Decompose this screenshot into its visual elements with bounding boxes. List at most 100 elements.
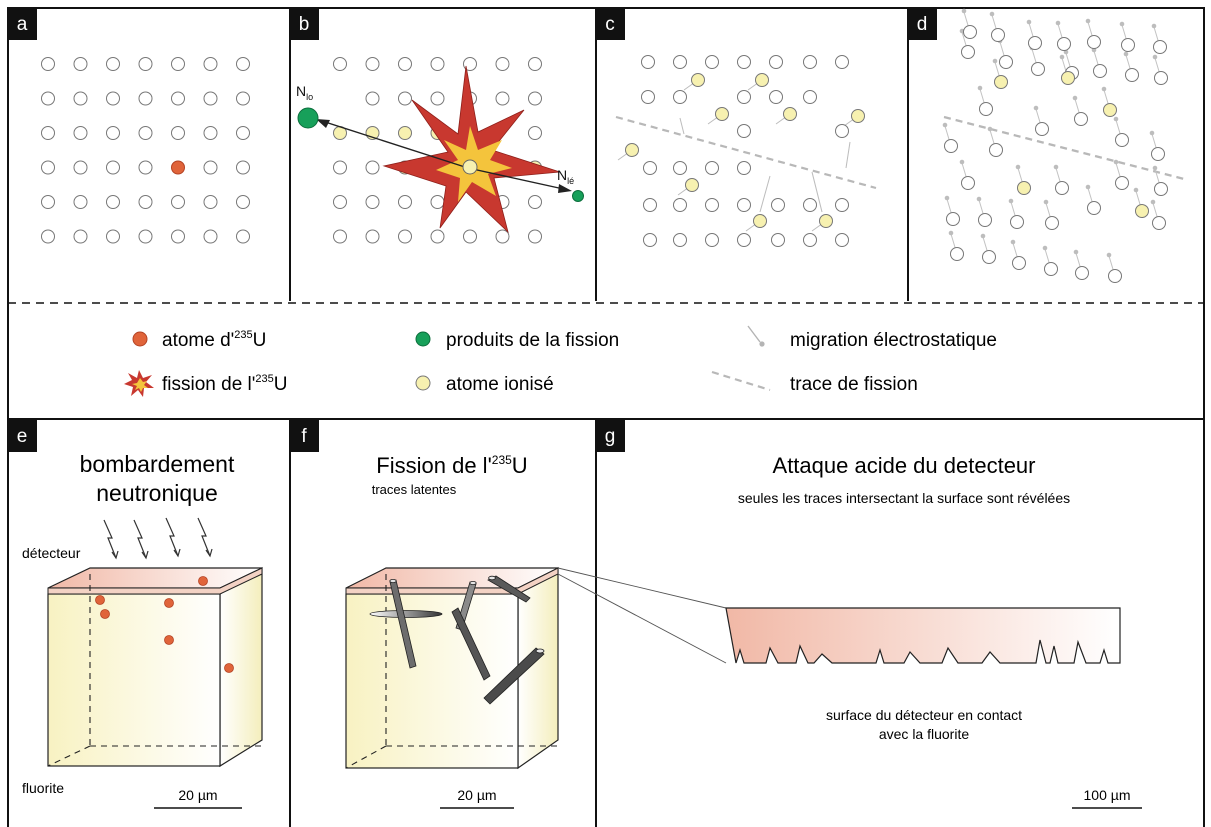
lattice-atom [963,25,977,39]
lattice-atom [1153,40,1167,54]
lattice-atom [528,91,542,106]
lattice-atom [203,160,218,175]
lattice-atom [41,195,55,209]
panel-label-f: f [301,426,307,447]
displacement-line [845,141,851,169]
scale-label-g: 100 µm [1084,787,1131,803]
track-horizontal [369,610,443,618]
lattice-atom [1035,122,1049,136]
hidden-edges-e [47,574,262,767]
panel-g-title: Attaque acide du detecteur [773,453,1036,478]
lattice-atom [528,195,542,209]
lattice-atom [495,229,510,244]
ionised-atom [1061,71,1075,85]
lattice-atom [171,91,185,106]
neutron-arrows [103,517,213,560]
lattice-atom [641,90,655,104]
panel-e-title-2: neutronique [96,480,218,506]
lattice-atom [803,233,817,247]
panel-d-atoms [942,8,1168,283]
panel-label-b: b [299,14,310,35]
migration-origin [1085,18,1091,24]
migration-origin [1106,252,1112,258]
panel-f-subtitle: traces latentes [372,482,457,497]
panel-e-irradiation: bombardement neutronique détecteur flu [22,451,263,809]
lattice-atom [737,198,751,212]
lattice-atom [835,198,849,212]
migration-origin [942,122,948,128]
panel-label-e: e [17,426,28,447]
migration-origin [1119,21,1125,27]
lattice-atom [803,198,817,212]
lattice-atom [236,57,250,71]
lattice-atom [1115,176,1129,190]
lattice-atom [236,126,250,140]
legend-ionised-symbol [415,375,431,391]
migration-origin [1150,199,1156,205]
migration-origin [959,159,965,165]
detector-section [725,607,1121,664]
lattice-atom [41,91,55,106]
lattice-atom [365,57,380,71]
lattice-atom [1121,38,1135,52]
panel-g-subtitle: seules les traces intersectant la surfac… [738,490,1070,506]
lattice-atom [463,229,477,244]
scale-label-f: 20 µm [457,787,496,803]
lattice-atom [1154,182,1168,196]
legend-uranium-label: atome d'235U [162,329,266,351]
ionised-atom [685,178,699,192]
lattice-atom [73,160,88,175]
lattice-atom [398,229,412,244]
lattice-atom [771,233,785,247]
lattice-atom [203,229,218,244]
lattice-atom [737,233,751,247]
lattice-atom [138,229,153,244]
panel-labels: a b c d e f g [8,8,937,452]
lattice-atom [771,198,785,212]
lattice-atom [961,176,975,190]
track-3 [451,607,491,681]
panel-label-d: d [917,14,928,35]
panel-label-g: g [605,426,616,447]
lattice-atom [769,90,783,104]
lattice-atom [673,198,687,212]
legend-uranium-symbol [132,331,148,347]
lattice-atom [835,124,849,138]
lattice-atom [643,198,657,212]
displacement-line [759,175,771,213]
migration-origin [1042,245,1048,251]
panel-c-atoms [617,55,865,247]
lattice-atom [398,91,412,106]
lattice-atom [398,195,412,209]
panel-label-a: a [17,14,28,35]
lattice-atom [138,126,153,140]
lattice-atom [946,212,960,226]
lattice-atom [203,126,218,140]
migration-origin [1053,164,1059,170]
legend: atome d'235U fission de l'235U produits … [124,325,997,397]
migration-origin [976,196,982,202]
lattice-atom [430,229,445,244]
migration-origin [987,126,993,132]
fluorite-front-e [47,593,221,767]
panel-g-etching: Attaque acide du detecteur seules les tr… [725,453,1142,809]
panel-b-fission-event: Nlo Nlé [296,57,584,244]
lattice-atom [41,229,55,244]
legend-product-symbol [415,331,431,347]
uranium-atoms-e [95,576,234,673]
migration-origin [1133,187,1139,193]
migration-origin [1033,105,1039,111]
fission-trace-d [943,115,1189,182]
lattice-atom [989,143,1003,157]
legend-trace-symbol [711,370,771,392]
lattice-atom [1152,216,1166,230]
lattice-atom [528,229,542,244]
lattice-atom [365,91,380,106]
lattice-atom [106,229,120,244]
lattice-atom [41,126,55,140]
lattice-atom [1154,71,1168,85]
lattice-atom [1087,35,1101,49]
legend-product-label: produits de la fission [446,330,619,351]
legend-migration-label: migration électrostatique [790,330,997,351]
lattice-atom [673,55,687,69]
